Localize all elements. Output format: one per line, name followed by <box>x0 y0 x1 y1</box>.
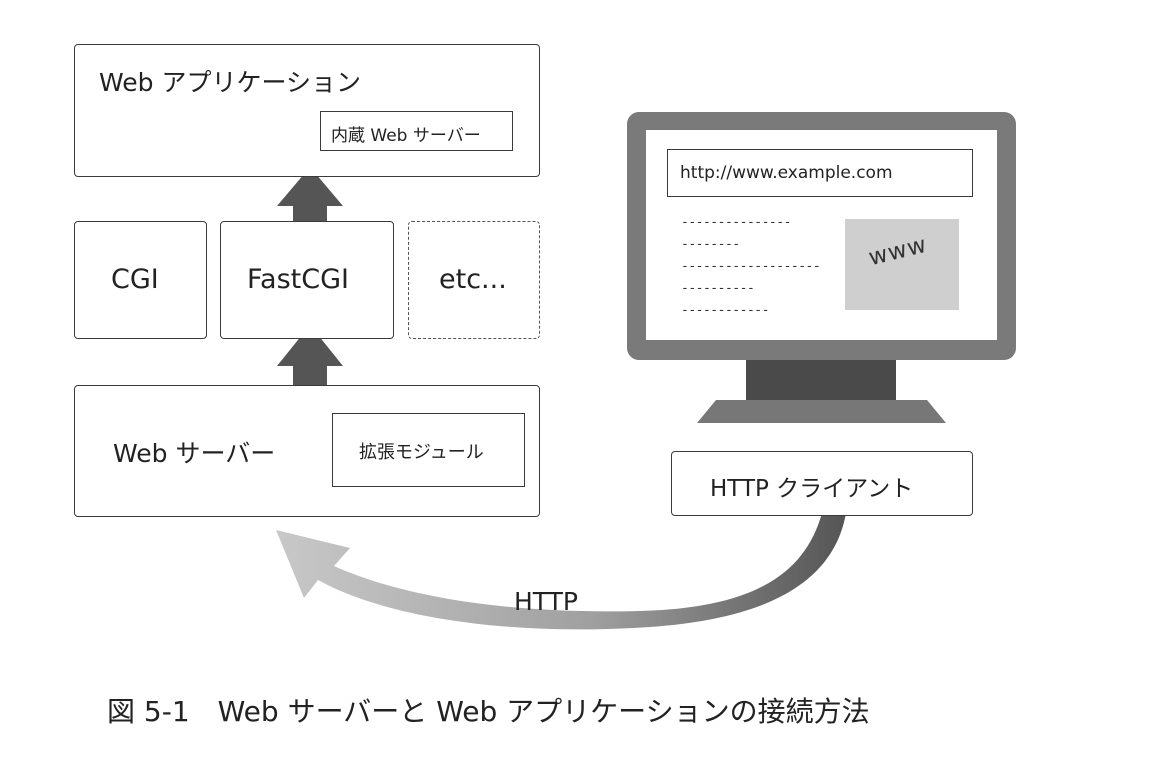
etc-box: etc... <box>408 221 540 339</box>
text-line: -------- <box>681 237 740 252</box>
url-text: http://www.example.com <box>680 163 893 183</box>
text-line: ---------- <box>681 281 755 296</box>
http-protocol-label: HTTP <box>514 587 578 616</box>
web-server-title: Web サーバー <box>113 439 276 468</box>
fastcgi-label: FastCGI <box>247 264 349 295</box>
builtin-web-server-box: 内蔵 Web サーバー <box>320 111 513 151</box>
up-arrow-upper <box>277 167 343 236</box>
extension-module-box: 拡張モジュール <box>332 413 525 487</box>
www-image <box>845 219 959 310</box>
text-line: ------------ <box>681 303 769 318</box>
extension-module-label: 拡張モジュール <box>359 442 484 463</box>
fastcgi-box: FastCGI <box>220 221 394 339</box>
url-bar: http://www.example.com <box>667 149 973 197</box>
http-client-label: HTTP クライアント <box>710 476 914 502</box>
etc-label: etc... <box>439 264 507 295</box>
builtin-web-server-label: 内蔵 Web サーバー <box>331 126 481 146</box>
up-arrow-lower <box>277 325 343 398</box>
http-curve-arrow <box>276 513 846 630</box>
web-application-box: Web アプリケーション 内蔵 Web サーバー <box>74 44 540 177</box>
text-lines: --------------- -------- ---------------… <box>681 212 821 322</box>
text-line: ------------------- <box>681 259 821 274</box>
web-server-box: Web サーバー 拡張モジュール <box>74 385 540 517</box>
text-line: --------------- <box>681 215 791 230</box>
cgi-label: CGI <box>111 264 159 295</box>
web-application-title: Web アプリケーション <box>99 68 361 97</box>
http-client-box: HTTP クライアント <box>671 451 973 516</box>
cgi-box: CGI <box>74 221 207 339</box>
figure-caption: 図 5-1 Web サーバーと Web アプリケーションの接続方法 <box>107 695 870 728</box>
